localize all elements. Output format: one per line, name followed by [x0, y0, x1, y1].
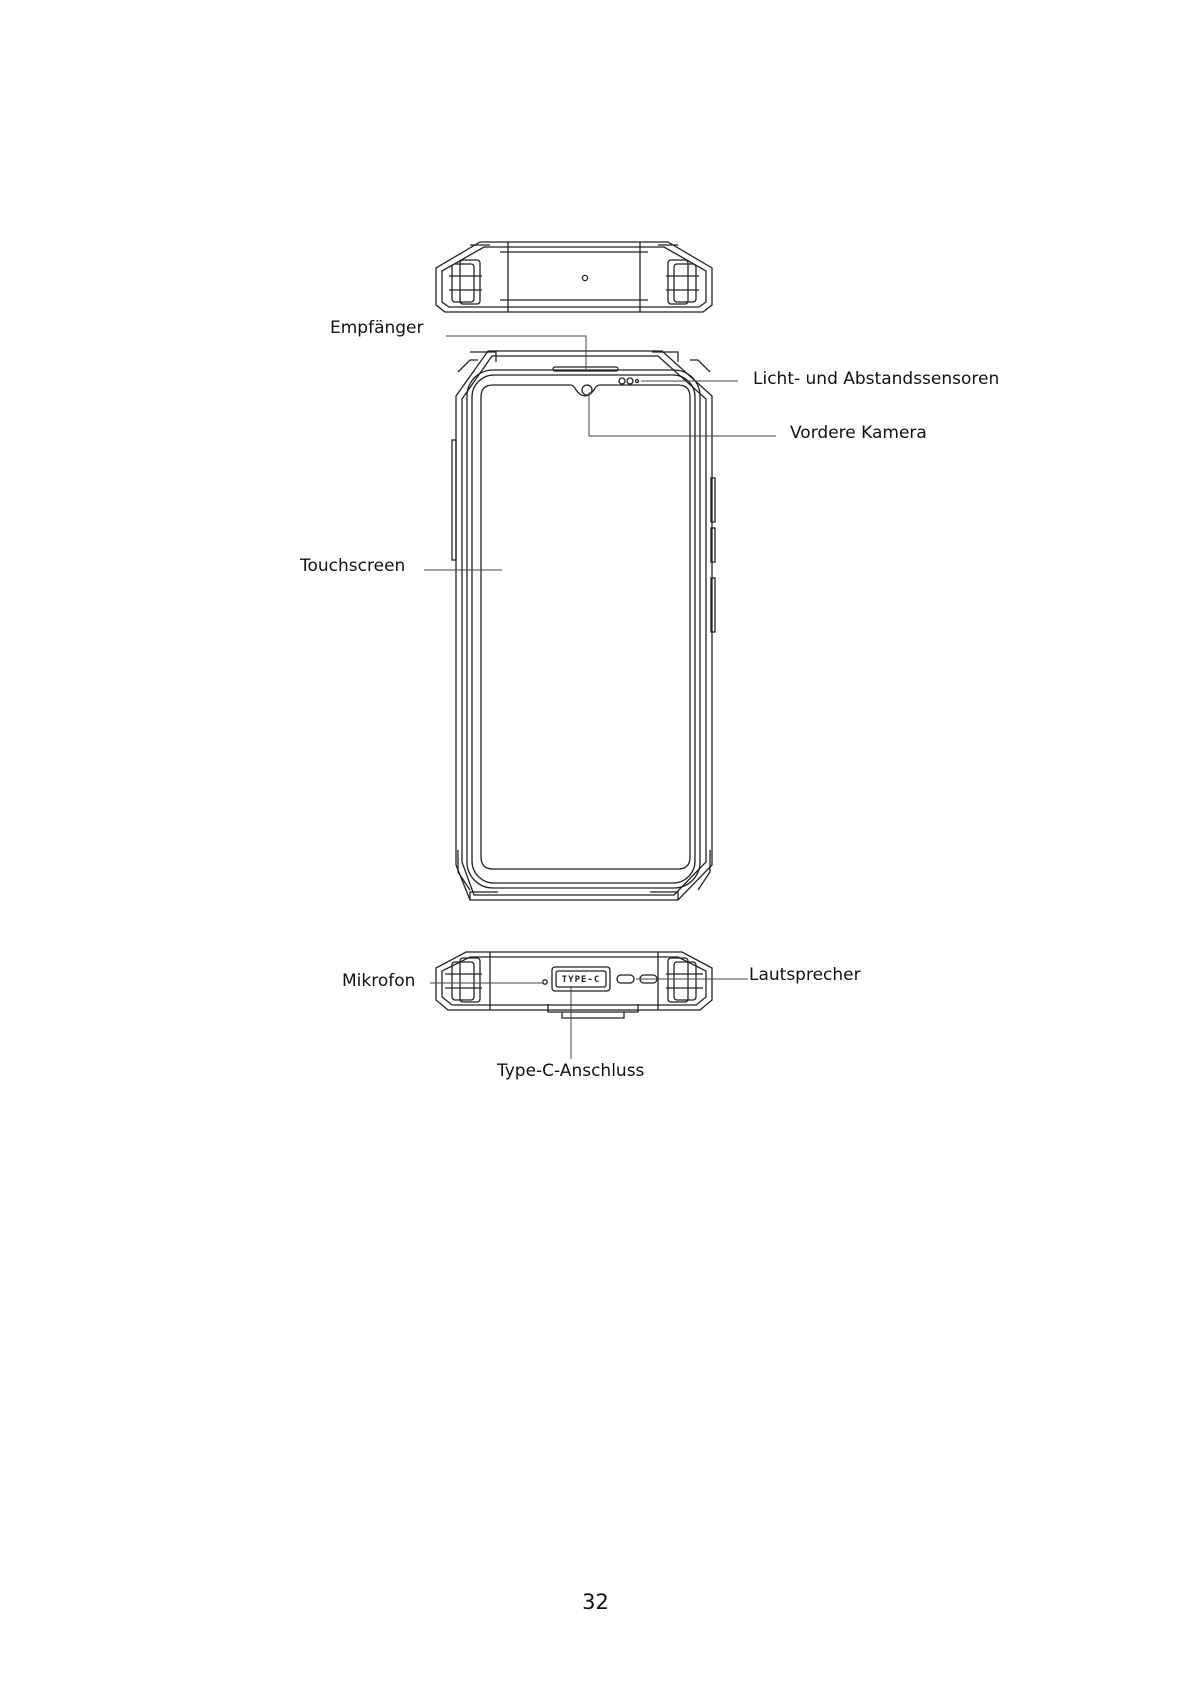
label-microphone: Mikrofon: [342, 971, 415, 991]
usb-port-marking: TYPE-C: [562, 975, 601, 985]
speaker-grille-left: [617, 975, 634, 983]
side-button-lower: [711, 578, 715, 632]
phone-front-view: [452, 351, 715, 900]
side-button-left: [452, 440, 456, 560]
sensor-dot: [619, 378, 625, 384]
front-camera-lens: [582, 385, 592, 395]
side-button-middle: [711, 528, 715, 562]
sensor-dot: [627, 378, 633, 384]
leader-line-front-camera: [589, 392, 776, 436]
label-touchscreen: Touchscreen: [300, 556, 405, 576]
bottom-microphone-hole: [543, 980, 547, 984]
top-microphone-hole: [582, 275, 587, 280]
page-number: 32: [0, 1590, 1191, 1614]
label-usb-port: Type-C-Anschluss: [497, 1061, 644, 1081]
label-speaker: Lautsprecher: [749, 965, 861, 985]
leader-line-receiver: [446, 336, 586, 369]
label-sensors: Licht- und Abstandssensoren: [753, 369, 999, 389]
label-front-camera: Vordere Kamera: [790, 423, 927, 443]
sensor-dot: [636, 380, 639, 383]
label-receiver: Empfänger: [330, 318, 424, 338]
touchscreen-area: [481, 385, 690, 869]
phone-bottom-view: [436, 952, 712, 1018]
side-button-upper: [711, 478, 715, 522]
phone-top-view: [436, 242, 712, 312]
